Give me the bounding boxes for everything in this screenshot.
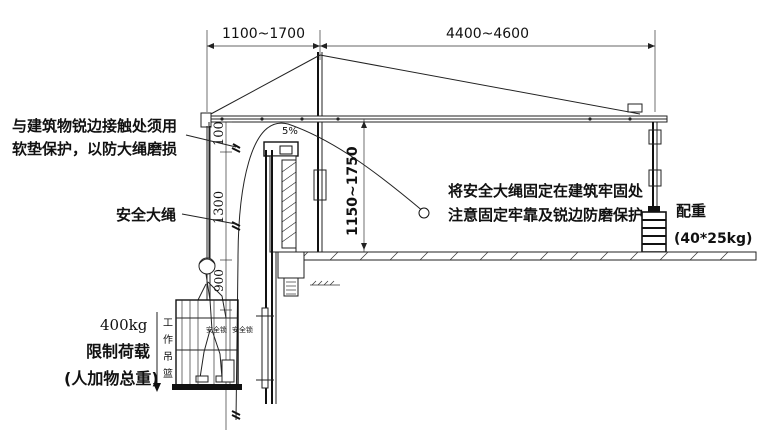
slope-label: 5% bbox=[282, 126, 298, 137]
counterweight-spec: (40*25kg) bbox=[674, 231, 752, 247]
gondola-platform: 安全锁 安全锁 工 作 吊 篮 bbox=[163, 257, 253, 390]
soft-pad-note-line2: 软垫保护，以防大绳磨损 bbox=[12, 140, 177, 158]
fix-note-line2: 注意固定牢靠及锐边防磨保护 bbox=[448, 206, 643, 224]
dim-900: 900 bbox=[212, 269, 226, 292]
facade-wall bbox=[256, 150, 277, 404]
dim-top-left: 1100~1700 bbox=[222, 26, 305, 42]
counterweight-label: 配重 bbox=[676, 202, 706, 220]
load-limit-label: 限制荷载 bbox=[86, 342, 150, 361]
dim-1300: 1300 bbox=[212, 191, 227, 224]
counterweight: 配重 (40*25kg) bbox=[641, 202, 752, 253]
load-weight: 400kg bbox=[100, 316, 148, 334]
safety-rope-label: 安全大绳 bbox=[116, 206, 176, 224]
safety-lock-label-2: 安全锁 bbox=[232, 325, 253, 334]
fix-note-line1: 将安全大绳固定在建筑牢固处 bbox=[448, 182, 644, 200]
load-limit-note: (人加物总重) bbox=[64, 369, 159, 388]
suspension-frame bbox=[200, 52, 668, 260]
load-arrow bbox=[153, 312, 161, 392]
dim-top-right: 4400~4600 bbox=[446, 26, 529, 42]
beam-height-dimension: 1150~1750 bbox=[345, 119, 367, 252]
platform-char-1: 工 bbox=[163, 318, 173, 329]
roof-slab bbox=[285, 251, 757, 286]
building-parapet bbox=[263, 141, 305, 297]
dim-height: 1150~1750 bbox=[345, 146, 361, 236]
safety-lock-label-1: 安全锁 bbox=[206, 325, 227, 334]
soft-pad-note-line1: 与建筑物锐边接触处须用 bbox=[12, 117, 177, 135]
top-dimensions: 1100~1700 4400~4600 bbox=[206, 26, 656, 112]
annotations: 与建筑物锐边接触处须用 软垫保护，以防大绳磨损 安全大绳 将安全大绳固定在建筑牢… bbox=[12, 117, 644, 388]
platform-char-3: 吊 bbox=[163, 351, 173, 363]
safety-rope bbox=[231, 122, 430, 421]
platform-char-2: 作 bbox=[163, 334, 173, 346]
dim-100: 100 bbox=[212, 121, 227, 146]
platform-char-4: 篮 bbox=[163, 367, 173, 380]
